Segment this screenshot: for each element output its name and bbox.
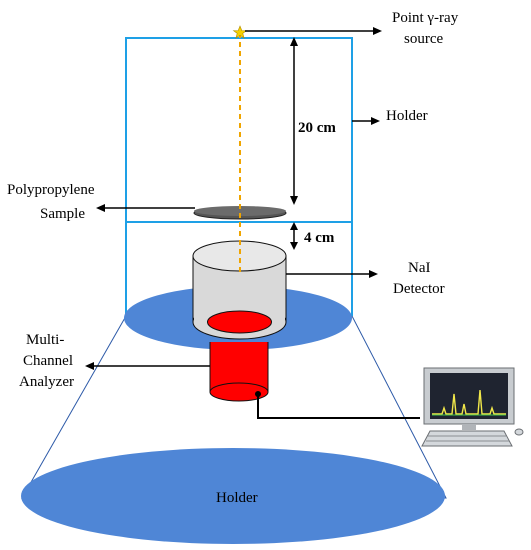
signal-cable	[257, 392, 420, 419]
mca-label-line2: Channel	[23, 353, 73, 369]
detector-crystal	[207, 310, 272, 334]
computer-icon	[421, 367, 524, 447]
holder-bottom-label: Holder	[216, 490, 258, 506]
mca-label-line1: Multi-	[26, 332, 64, 348]
distance-4-label: 4 cm	[304, 230, 335, 246]
holder-top-label: Holder	[386, 108, 428, 124]
distance-20-label: 20 cm	[298, 120, 336, 136]
detector-top	[192, 240, 287, 272]
sample-disc-top	[194, 206, 286, 216]
source-label-line2: source	[404, 31, 443, 47]
sample-label-line1: Polypropylene	[7, 182, 95, 198]
detector-label-line1: NaI	[408, 260, 431, 276]
source-star-icon	[232, 25, 248, 39]
source-label-line1: Point γ-ray	[392, 10, 459, 26]
mca-label-line3: Analyzer	[19, 374, 74, 390]
sample-label-line2: Sample	[40, 206, 85, 222]
holder-bottom-disc	[21, 448, 445, 544]
detector-label-line2: Detector	[393, 281, 445, 297]
